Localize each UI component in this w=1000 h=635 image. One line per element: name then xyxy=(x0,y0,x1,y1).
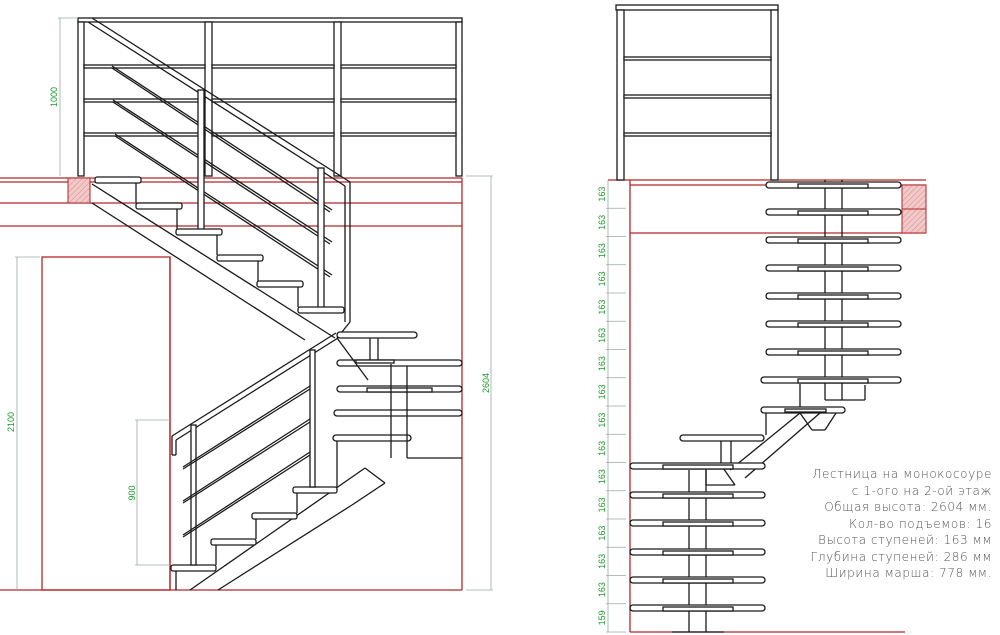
riser-dimension-label: 163 xyxy=(597,384,607,399)
left-elevation: 1000 2100 900 2604 xyxy=(0,17,493,591)
tread-plate xyxy=(662,578,734,584)
door-opening xyxy=(41,256,171,591)
riser-dimension-label: 163 xyxy=(597,356,607,371)
riser-dimension-label: 163 xyxy=(597,441,607,456)
right-elevation: 163 163 163 163 163 163 163 163 163 163 163 163 163 1… xyxy=(597,4,927,633)
tread-plate xyxy=(662,606,734,612)
riser-dimension-label: 163 xyxy=(597,328,607,343)
tread-plate xyxy=(797,322,869,328)
right-dimensions: 163 163 163 163 163 163 163 163 163 163 163 163 163 1… xyxy=(597,180,626,633)
left-walls xyxy=(0,177,463,591)
tread-plate xyxy=(797,350,869,356)
riser-dimension-label: 163 xyxy=(597,582,607,597)
note-step-height: Высота ступеней: 163 мм xyxy=(818,533,992,547)
riser-dimension-label: 163 xyxy=(597,271,607,286)
left-upper-flight xyxy=(91,176,345,341)
left-lower-handrail xyxy=(171,332,339,566)
tread-plate xyxy=(662,464,734,470)
riser-dimension-label: 163 xyxy=(597,187,607,202)
riser-dimension-label: 163 xyxy=(597,554,607,569)
dim-door-height: 2100 xyxy=(6,412,16,432)
note-flight-width: Ширина марша: 778 мм. xyxy=(825,566,992,580)
riser-dimension-label: 159 xyxy=(597,610,607,625)
left-winder xyxy=(332,331,463,459)
riser-dimension-label: 163 xyxy=(597,243,607,258)
tread-plate xyxy=(662,493,734,499)
riser-dimension-label: 163 xyxy=(597,497,607,512)
dim-railing-height: 1000 xyxy=(49,87,59,107)
left-dimensions: 1000 2100 900 2604 xyxy=(6,17,493,591)
riser-dimension-label: 163 xyxy=(597,300,607,315)
right-walls xyxy=(608,179,927,633)
tread-plate xyxy=(662,550,734,556)
slab-section-hatch xyxy=(67,177,91,204)
tread-plate xyxy=(797,378,869,384)
note-floors: с 1-ого на 2-ой этаж xyxy=(851,483,992,498)
dim-lower-railing-height: 900 xyxy=(127,485,137,500)
slab-hatch-top xyxy=(901,184,927,210)
left-lower-flight xyxy=(170,441,386,591)
right-stair xyxy=(629,180,902,633)
riser-dimension-label: 163 xyxy=(597,526,607,541)
note-total-height: Общая высота: 2604 мм. xyxy=(824,500,992,514)
riser-dimension-label: 163 xyxy=(597,469,607,484)
tread-plate xyxy=(797,266,869,272)
tread-plate xyxy=(662,521,734,527)
note-title: Лестница на монокосоуре xyxy=(812,467,992,481)
tread-plate xyxy=(797,238,869,244)
dim-total-height: 2604 xyxy=(481,373,491,393)
stair-specification-notes: Лестница на монокосоуре с 1-ого на 2-ой … xyxy=(811,466,992,582)
tread-plate xyxy=(797,294,869,300)
riser-dimension-label: 163 xyxy=(597,215,607,230)
right-railing xyxy=(615,4,779,181)
left-upper-railing xyxy=(77,17,463,177)
riser-dimension-label: 163 xyxy=(597,413,607,428)
note-step-depth: Глубина ступеней: 286 мм xyxy=(810,549,992,564)
left-upper-handrail xyxy=(87,17,351,339)
slab-hatch-bottom xyxy=(901,208,927,234)
tread-plate xyxy=(797,183,869,189)
note-riser-count: Кол-во подъемов: 16 xyxy=(849,516,992,531)
tread-plate xyxy=(797,210,869,216)
